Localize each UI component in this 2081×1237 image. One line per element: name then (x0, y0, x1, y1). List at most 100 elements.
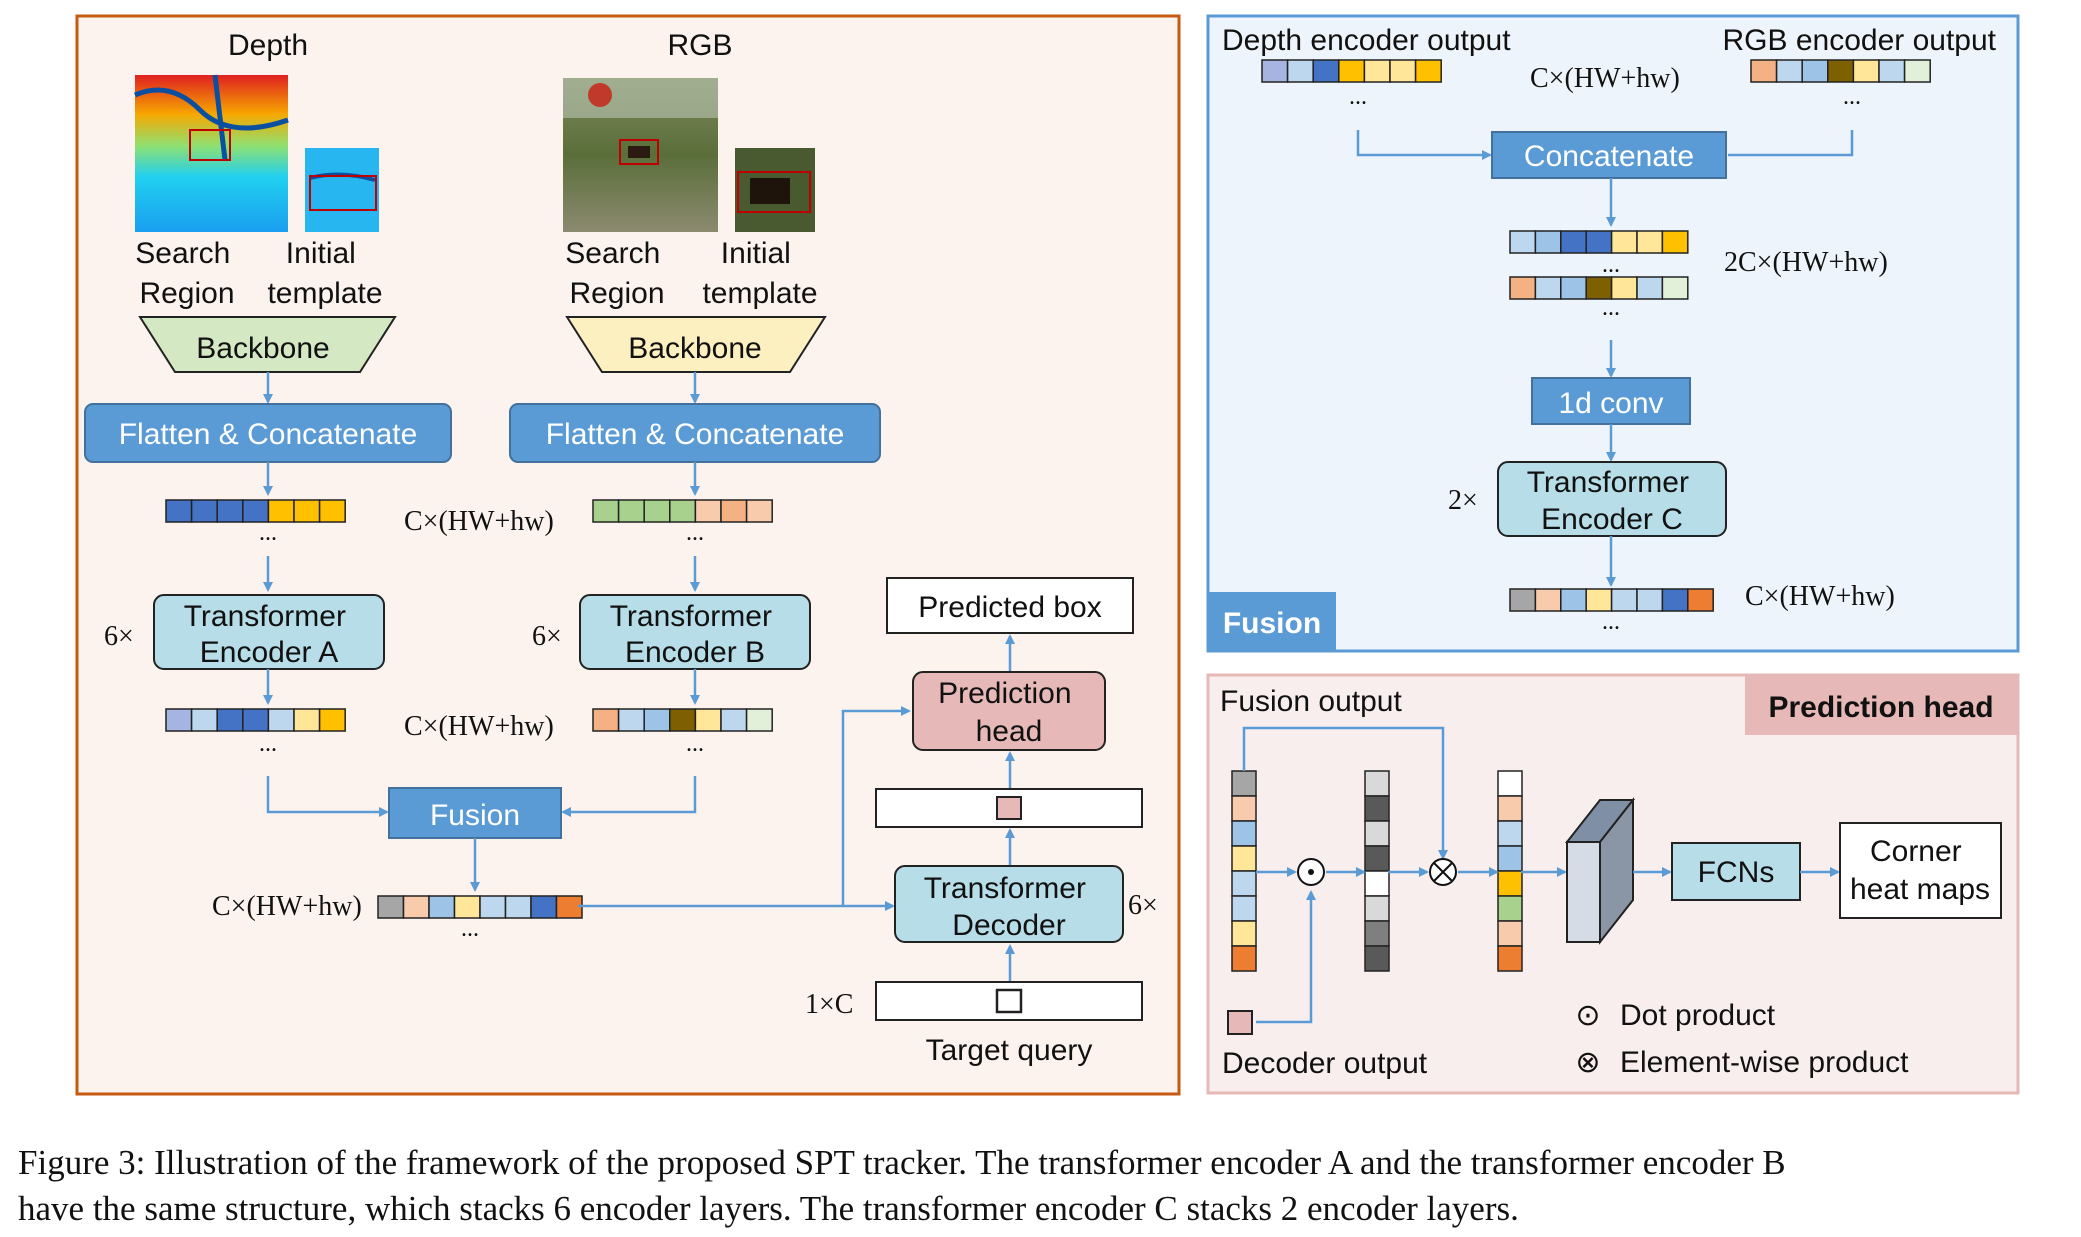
arrow-rgb-to-fusion (561, 776, 697, 817)
arrow-fusion-output-branch (1242, 726, 1448, 860)
token-cell (1497, 845, 1523, 872)
token-cell (428, 895, 456, 919)
enc-b-label: Transformer Encoder B (610, 600, 781, 669)
token-cell (1231, 920, 1257, 947)
ellipsis-depth-out: ... (1349, 84, 1367, 110)
token-cell (453, 895, 481, 919)
token-cell (1389, 59, 1417, 83)
token-cell (720, 708, 748, 732)
token-cell (1364, 795, 1390, 822)
token-row-concat-depth (1509, 230, 1689, 254)
prediction-head-label: Prediction head (938, 677, 1080, 748)
token-cell (1560, 230, 1587, 254)
decoder-mult: 6× (1128, 890, 1158, 921)
dim-fusion-top: C×(HW+hw) (1530, 63, 1680, 94)
backbone-depth (138, 316, 397, 373)
rgb-title: RGB (667, 29, 732, 62)
token-cell (267, 708, 295, 732)
token-row-depth-out (1261, 59, 1442, 83)
token-cell (267, 499, 295, 523)
rgb-template-image (735, 148, 815, 232)
token-row-concat-rgb (1509, 276, 1689, 300)
token-cell (530, 895, 558, 919)
token-cell (1534, 588, 1562, 612)
token-cell (1231, 870, 1257, 897)
arrow-fusion-to-head (841, 706, 911, 906)
token-cell (1534, 230, 1562, 254)
ellipsis-rgb-flat: ... (686, 520, 704, 546)
token-cell (1534, 276, 1562, 300)
token-cell (1509, 230, 1537, 254)
dot-product-column (1364, 770, 1390, 972)
token-cell (293, 499, 321, 523)
token-cell (242, 499, 270, 523)
dim-depth-flat: C×(HW+hw) (404, 506, 554, 537)
enc-c-label: Transformer Encoder C (1527, 466, 1698, 536)
caption-line-1: Figure 3: Illustration of the framework … (18, 1143, 1786, 1182)
token-cell (745, 499, 773, 523)
backbone-depth-label: Backbone (196, 332, 329, 365)
depth-template-image (305, 148, 379, 232)
token-cell (1231, 845, 1257, 872)
token-cell (1636, 276, 1664, 300)
token-cell (190, 708, 218, 732)
concatenate-box (1491, 131, 1727, 179)
target-query-token (995, 988, 1023, 1014)
token-cell (669, 708, 697, 732)
token-cell (1231, 895, 1257, 922)
token-cell (694, 708, 722, 732)
corner-heat-maps-label: Corner heat maps (1850, 835, 1990, 906)
prediction-head (912, 671, 1106, 751)
fusion-box (388, 787, 562, 839)
depth-encoder-output-label: Depth encoder output (1222, 24, 1511, 57)
token-cell (1364, 820, 1390, 847)
arrow-rgb-out-to-concat (1728, 130, 1854, 157)
token-row-fusion-out (1509, 588, 1714, 612)
token-cell (1497, 870, 1523, 897)
backbone-rgb (565, 316, 827, 373)
legend-dot-label: Dot product (1620, 999, 1776, 1032)
fusion-output-label: Fusion output (1220, 685, 1402, 718)
fcns-label: FCNs (1698, 856, 1775, 889)
token-cell (1585, 588, 1613, 612)
token-cell (1560, 588, 1587, 612)
token-row-depth-flat (165, 499, 346, 523)
ellipsis-fusion-out: ... (1602, 609, 1620, 635)
concatenate-label: Concatenate (1524, 140, 1694, 173)
token-row-depth-enc (165, 708, 346, 732)
token-cell (1363, 59, 1391, 83)
rgb-encoder-output-label: RGB encoder output (1722, 24, 1996, 57)
token-cell (617, 708, 645, 732)
token-row-rgb-enc (592, 708, 773, 732)
arrow-depth-to-fusion (266, 776, 389, 817)
ellipsis-concat-depth: ... (1602, 252, 1620, 278)
fusion-panel (1206, 14, 2020, 653)
ellipsis-rgb-enc: ... (686, 731, 704, 757)
token-cell (1364, 870, 1390, 897)
query-dim: 1×C (805, 989, 853, 1020)
decoder-label: Transformer Decoder (924, 872, 1095, 942)
token-cell (318, 499, 346, 523)
ellipsis-concat-rgb: ... (1602, 295, 1620, 321)
transformer-decoder (894, 865, 1124, 943)
depth-search-image (134, 74, 289, 232)
token-cell (694, 499, 722, 523)
token-row-fusion (377, 895, 583, 919)
dot-product-op-center (1308, 869, 1314, 875)
token-cell (402, 895, 430, 919)
token-cell (1560, 276, 1587, 300)
token-cell (745, 708, 773, 732)
fusion-panel-tag-label: Fusion (1223, 607, 1321, 640)
target-query-label: Target query (926, 1034, 1093, 1067)
decoder-output-label: Decoder output (1222, 1047, 1428, 1080)
token-cell (1231, 945, 1257, 972)
token-cell (293, 708, 321, 732)
token-cell (1364, 845, 1390, 872)
ellipsis-rgb-out: ... (1843, 84, 1861, 110)
elementwise-column (1497, 770, 1523, 972)
token-cell (1286, 59, 1314, 83)
dim-fusion: C×(HW+hw) (212, 891, 362, 922)
token-cell (1610, 230, 1638, 254)
token-cell (1903, 59, 1931, 83)
token-cell (216, 499, 244, 523)
